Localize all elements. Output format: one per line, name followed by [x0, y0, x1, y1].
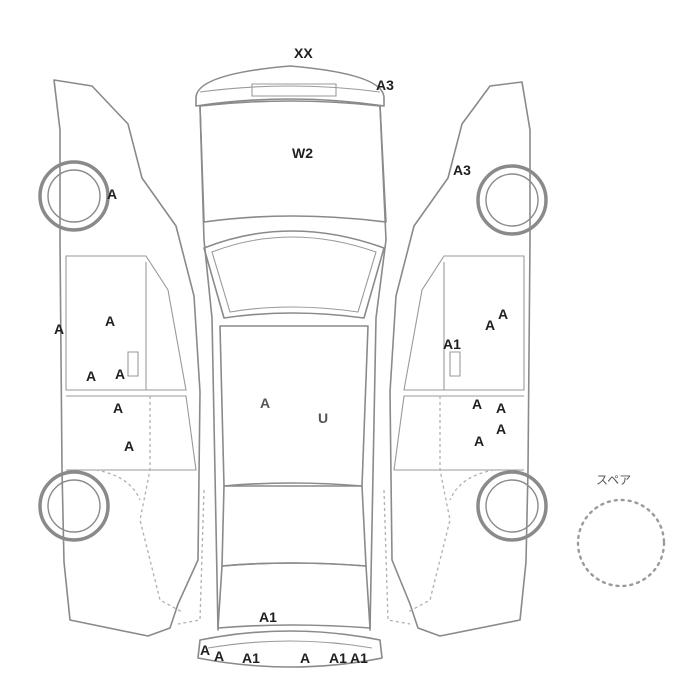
right-rear-fender-dash [383, 489, 411, 625]
right-front-tire [476, 164, 548, 236]
windshield-outline [203, 230, 385, 319]
marker-right-front-door-upper: A1 [443, 336, 461, 352]
hood-outline [199, 100, 387, 223]
marker-right-rear-door-b: A [496, 400, 506, 416]
marker-right-front-door-mid-a: A [485, 317, 495, 333]
left-side-rear-door [66, 395, 197, 471]
marker-left-front-door-upper: A [105, 313, 115, 329]
left-rear-fender-dash [177, 489, 205, 625]
marker-rear-bumper-2: A [214, 648, 224, 664]
left-side-rear-quarter-dash [95, 469, 141, 501]
marker-front-bumper-corner: A3 [376, 77, 394, 93]
marker-roof: A [260, 395, 270, 411]
marker-right-front-door-mid-b: A [498, 306, 508, 322]
rear-bumper-outline [197, 630, 383, 668]
marker-trunk: A1 [259, 609, 277, 625]
marker-left-rear-door-lower: A [124, 438, 134, 454]
left-side-handle [127, 351, 139, 377]
right-rear-tire [476, 470, 548, 542]
marker-right-rear-door-c: A [496, 421, 506, 437]
right-side-rear-quarter-dash [449, 469, 495, 501]
rear-bumper-line [207, 640, 373, 649]
body-right-side [369, 105, 387, 631]
marker-left-front-door-lower-b: A [115, 366, 125, 382]
marker-roof-u: U [318, 410, 328, 426]
damage-markers: XX A3 W2 A3 A A A A A A A A U A1 A A A A… [54, 45, 508, 666]
front-bumper-line [199, 85, 381, 93]
marker-left-pillar: A [54, 321, 64, 337]
right-rear-rim [485, 479, 539, 533]
marker-left-rear-door-upper: A [113, 400, 123, 416]
right-side-car [389, 81, 548, 637]
front-bumper-outline [195, 65, 385, 107]
right-side-body-outline [389, 81, 531, 637]
left-side-door-frame [65, 255, 187, 391]
marker-right-rear-door-a: A [472, 396, 482, 412]
spare-label: スペア [596, 473, 631, 487]
marker-rear-bumper-3: A1 [242, 650, 260, 666]
marker-rear-bumper-5: A1 [329, 650, 347, 666]
top-view-car [177, 65, 411, 668]
front-bumper-grille [251, 83, 337, 97]
right-front-rim [485, 173, 539, 227]
windshield-inner [211, 236, 377, 313]
left-rear-rim [47, 479, 101, 533]
spare-tire-circle [576, 498, 666, 588]
marker-left-front-fender: A [107, 186, 117, 202]
marker-front-bumper: XX [294, 45, 313, 61]
marker-rear-bumper-1: A [200, 642, 210, 658]
marker-rear-bumper-4: A [300, 650, 310, 666]
trunk-outline [217, 562, 371, 629]
marker-windshield: W2 [292, 145, 313, 161]
right-side-handle [449, 351, 461, 377]
left-side-car [38, 79, 201, 637]
left-front-rim [47, 169, 101, 223]
left-side-body-outline [53, 79, 201, 637]
right-side-rear-door [393, 395, 524, 471]
marker-right-rear-door-d: A [474, 433, 484, 449]
roof-outline [219, 325, 369, 487]
left-side-rear-panel-dash [139, 396, 183, 613]
marker-rear-bumper-6: A1 [350, 650, 368, 666]
left-front-tire [38, 160, 110, 232]
marker-right-front-fender: A3 [453, 162, 471, 178]
marker-left-front-door-lower-a: A [86, 368, 96, 384]
left-rear-tire [38, 470, 110, 542]
body-left-side [199, 105, 219, 631]
right-side-door-frame [403, 255, 525, 391]
spare-tire: スペア [576, 473, 666, 588]
right-side-rear-panel-dash [407, 396, 451, 613]
rear-window-outline [221, 482, 367, 567]
